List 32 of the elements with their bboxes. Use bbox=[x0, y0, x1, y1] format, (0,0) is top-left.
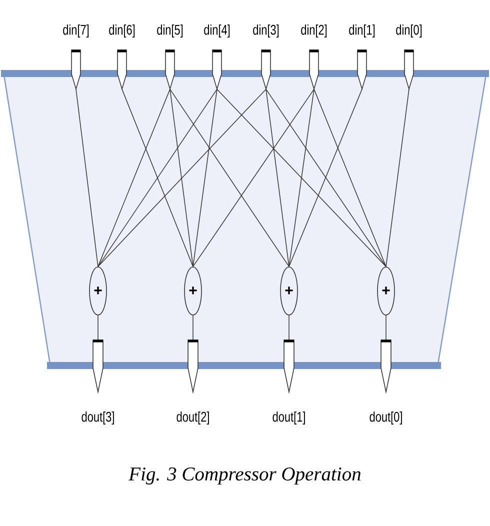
signal-line bbox=[98, 88, 266, 267]
pin-label: din[3] bbox=[253, 24, 279, 38]
signal-line bbox=[216, 88, 386, 267]
signal-line bbox=[266, 88, 290, 267]
signal-line bbox=[288, 88, 362, 267]
signal-line bbox=[192, 88, 314, 267]
figure-caption: Fig. 3 Compressor Operation bbox=[128, 467, 361, 485]
pin-label: dout[0] bbox=[370, 411, 402, 425]
signal-line bbox=[266, 88, 386, 267]
signal-line bbox=[170, 88, 194, 267]
pin-label: din[5] bbox=[157, 24, 183, 38]
signal-line bbox=[122, 88, 194, 267]
pin-label: din[7] bbox=[63, 24, 89, 38]
pin-label: dout[3] bbox=[82, 411, 114, 425]
signal-line bbox=[288, 315, 290, 340]
pin-label: din[0] bbox=[396, 24, 422, 38]
pin-label: dout[2] bbox=[176, 411, 209, 425]
signal-line bbox=[386, 88, 410, 267]
pin-label: dout[1] bbox=[272, 411, 305, 425]
signal-line bbox=[192, 315, 194, 340]
signal-line bbox=[170, 88, 290, 267]
signal-line bbox=[98, 88, 218, 267]
signal-line bbox=[192, 88, 218, 267]
signal-line bbox=[76, 88, 98, 267]
signal-line bbox=[98, 88, 170, 267]
pin-label: din[6] bbox=[109, 24, 135, 38]
signal-line bbox=[314, 88, 386, 267]
pin-label: din[2] bbox=[301, 24, 327, 38]
pin-label: din[1] bbox=[349, 24, 375, 38]
signal-line bbox=[288, 88, 314, 267]
pin-label: din[4] bbox=[204, 24, 230, 38]
trapezoid-block bbox=[1, 70, 489, 369]
